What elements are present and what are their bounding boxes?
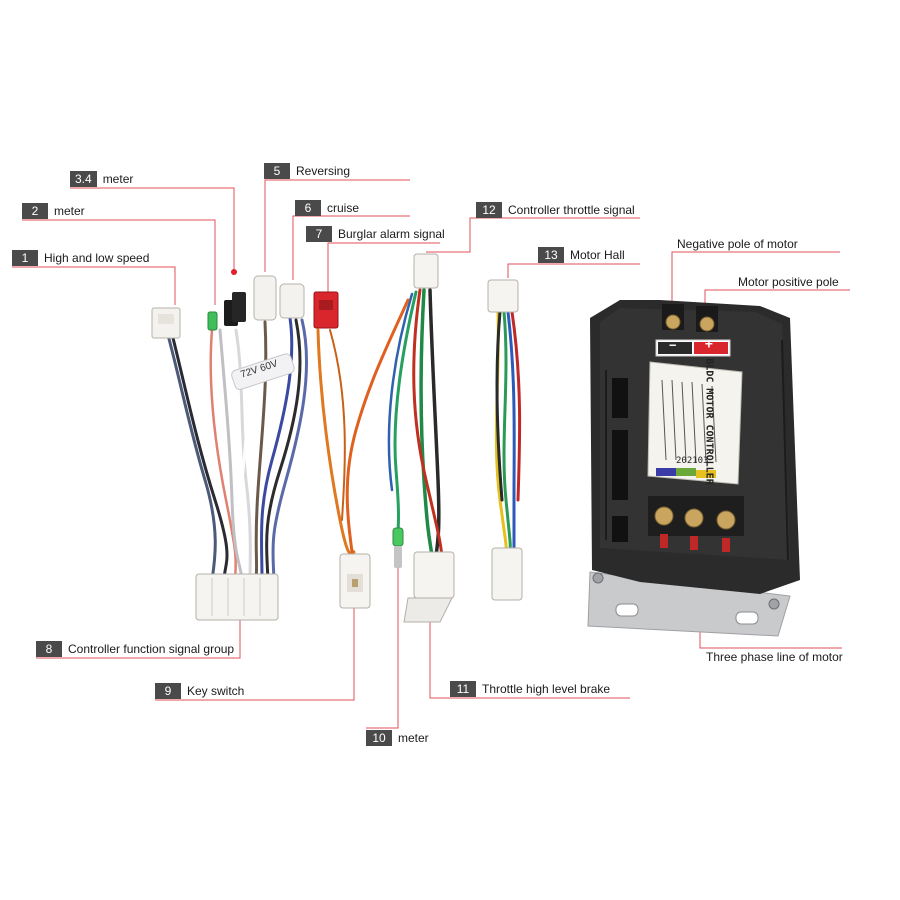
- callout-label: Burglar alarm signal: [338, 227, 445, 241]
- callout-label: High and low speed: [44, 251, 150, 265]
- connector-key-switch: [339, 553, 371, 609]
- callout-motor-hall: 13 Motor Hall: [538, 247, 625, 263]
- callout-number: 10: [366, 730, 392, 746]
- connector-reversing: [253, 275, 277, 321]
- motor-controller: [587, 300, 800, 637]
- connector-function-signal-group: [195, 573, 279, 621]
- callout-number: 1: [12, 250, 38, 266]
- connector-meter-3-4: [224, 292, 246, 326]
- callout-number: 2: [22, 203, 48, 219]
- callout-burglar-alarm: 7 Burglar alarm signal: [306, 226, 445, 242]
- controller-model: 202103: [676, 456, 709, 466]
- callout-number: 12: [476, 202, 502, 218]
- callout-cruise: 6 cruise: [295, 200, 359, 216]
- harness-middle: [345, 288, 444, 558]
- callout-label: meter: [54, 204, 85, 218]
- harness-left: [166, 316, 356, 582]
- callout-function-signal-group: 8 Controller function signal group: [36, 641, 234, 657]
- callout-number: 8: [36, 641, 62, 657]
- controller-minus-sign: −: [669, 338, 677, 352]
- connector-high-low-speed: [151, 307, 181, 339]
- connector-throttle-brake: [403, 551, 455, 623]
- harness-tag: [231, 353, 295, 390]
- callout-label: Throttle high level brake: [482, 682, 611, 696]
- connector-meter-2: [207, 311, 218, 331]
- callout-label: Key switch: [187, 684, 245, 698]
- callout-lines: [12, 179, 850, 729]
- callout-number: 7: [306, 226, 332, 242]
- three-phase-label: Three phase line of motor: [706, 650, 843, 664]
- callout-number: 11: [450, 681, 476, 697]
- harness-hall: [494, 310, 522, 554]
- callout-reversing: 5 Reversing: [264, 163, 350, 179]
- callout-label: Motor Hall: [570, 248, 625, 262]
- callout-label: meter: [398, 731, 429, 745]
- callout-number: 6: [295, 200, 321, 216]
- connector-burglar-alarm: [313, 291, 339, 329]
- callout-meter-10: 10 meter: [366, 730, 429, 746]
- callout-number: 9: [155, 683, 181, 699]
- connector-cruise: [279, 283, 305, 319]
- connector-throttle-signal: [413, 253, 439, 289]
- callout-number: 3.4: [70, 171, 97, 187]
- negative-pole-label: Negative pole of motor: [677, 237, 798, 251]
- callout-label: meter: [102, 172, 134, 186]
- callout-throttle-brake: 11 Throttle high level brake: [450, 681, 610, 697]
- callout-label: Reversing: [296, 164, 351, 178]
- positive-pole-label: Motor positive pole: [738, 275, 839, 289]
- callout-high-low-speed: 1 High and low speed: [12, 250, 149, 266]
- callout-throttle-signal: 12 Controller throttle signal: [476, 202, 635, 218]
- callout-label: Controller throttle signal: [508, 203, 635, 217]
- callout-dot: [231, 269, 237, 275]
- callout-number: 13: [538, 247, 564, 263]
- callout-label: cruise: [327, 201, 360, 215]
- controller-plus-sign: +: [705, 337, 713, 352]
- callout-key-switch: 9 Key switch: [155, 683, 244, 699]
- connector-motor-hall: [487, 279, 523, 601]
- connector-meter-10: [392, 527, 404, 568]
- callout-meter-2: 2 meter: [22, 203, 85, 219]
- callout-number: 5: [264, 163, 290, 179]
- callout-label: Controller function signal group: [68, 642, 235, 656]
- callout-meter-3-4: 3.4 meter: [70, 171, 133, 187]
